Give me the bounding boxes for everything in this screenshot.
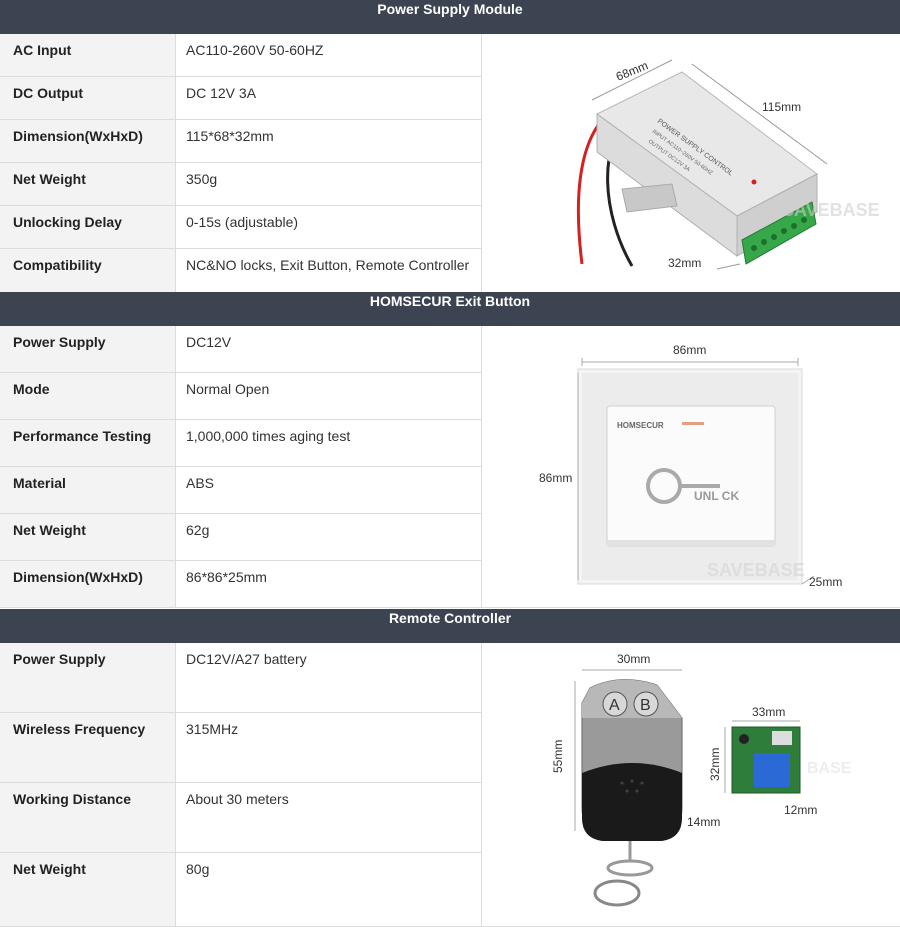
row-value: About 30 meters bbox=[186, 791, 289, 807]
row-label: Compatibility bbox=[0, 249, 176, 292]
table-row: Compatibility NC&NO locks, Exit Button, R… bbox=[0, 249, 481, 292]
dim-fob-width-label: 30mm bbox=[617, 652, 650, 666]
row-label: AC Input bbox=[0, 34, 176, 76]
dim-width-label: 86mm bbox=[673, 343, 706, 357]
remote-illustration: A B BASE 30mm 55mm 14mm 33mm bbox=[551, 652, 852, 907]
row-value: 62g bbox=[186, 522, 210, 538]
row-label: Dimension(WxHxD) bbox=[0, 561, 176, 607]
table-row: Net Weight 62g bbox=[0, 514, 481, 561]
dim-depth-label: 25mm bbox=[809, 575, 842, 589]
table-row: Net Weight 350g bbox=[0, 163, 481, 206]
table-row: Mode Normal Open bbox=[0, 373, 481, 420]
button-b bbox=[633, 691, 659, 717]
exit-button-illustration: HOMSECUR UNL CK SAVEBASE 86mm 86mm 25mm bbox=[539, 343, 842, 589]
remote-controller-image: A B BASE 30mm 55mm 14mm 33mm bbox=[481, 643, 900, 927]
spec-table: Power Supply DC12V/A27 battery Wireless F… bbox=[0, 643, 481, 927]
power-supply-illustration: POWER SUPPLY CONTROL INPUT AC110~260V 50… bbox=[576, 58, 880, 270]
table-row: Performance Testing 1,000,000 times aging… bbox=[0, 420, 481, 467]
row-value: NC&NO locks, Exit Button, Remote Control… bbox=[186, 257, 470, 273]
row-label: Net Weight bbox=[0, 853, 176, 926]
row-label: Power Supply bbox=[0, 326, 176, 372]
row-value: ABS bbox=[186, 475, 215, 491]
row-value: 86*86*25mm bbox=[186, 569, 267, 585]
power-supply-image: POWER SUPPLY CONTROL INPUT AC110~260V 50… bbox=[481, 34, 900, 292]
brand-text: HOMSECUR bbox=[617, 421, 664, 430]
row-label: Dimension(WxHxD) bbox=[0, 120, 176, 162]
spec-table: AC Input AC110-260V 50-60HZ DC Output DC 1… bbox=[0, 34, 481, 292]
section-exit-button: HOMSECUR Exit Button Power Supply DC12V M… bbox=[0, 292, 900, 608]
exit-button-image: HOMSECUR UNL CK SAVEBASE 86mm 86mm 25mm bbox=[481, 326, 900, 608]
row-value: DC12V/A27 battery bbox=[186, 651, 307, 667]
section-header: HOMSECUR Exit Button bbox=[0, 292, 900, 326]
table-row: Net Weight 80g bbox=[0, 853, 481, 927]
table-row: Dimension(WxHxD) 86*86*25mm bbox=[0, 561, 481, 608]
dim-recv-depth-label: 12mm bbox=[784, 803, 817, 817]
section-header: Remote Controller bbox=[0, 609, 900, 643]
spec-table: Power Supply DC12V Mode Normal Open Perfor… bbox=[0, 326, 481, 608]
row-value: DC12V bbox=[186, 334, 232, 350]
section-title: HOMSECUR Exit Button bbox=[369, 293, 531, 309]
button-a bbox=[602, 691, 628, 717]
row-label: Material bbox=[0, 467, 176, 513]
watermark: SAVEBASE bbox=[782, 200, 880, 220]
dim-height-label: 32mm bbox=[668, 256, 701, 270]
section-header: Power Supply Module bbox=[0, 0, 900, 34]
section-title: Power Supply Module bbox=[377, 1, 523, 17]
row-value: Normal Open bbox=[186, 381, 270, 397]
dim-length-label: 115mm bbox=[762, 100, 801, 114]
unlock-text: UNL CK bbox=[694, 489, 739, 503]
table-row: Power Supply DC12V/A27 battery bbox=[0, 643, 481, 713]
row-label: Unlocking Delay bbox=[0, 206, 176, 248]
table-row: Working Distance About 30 meters bbox=[0, 783, 481, 853]
dim-fob-depth-label: 14mm bbox=[687, 815, 720, 829]
table-row: Dimension(WxHxD) 115*68*32mm bbox=[0, 120, 481, 163]
row-value: 350g bbox=[186, 171, 218, 187]
section-remote-controller: Remote Controller Power Supply DC12V/A27 … bbox=[0, 609, 900, 927]
watermark: BASE bbox=[807, 760, 852, 777]
table-row: Power Supply DC12V bbox=[0, 326, 481, 373]
row-value: 1,000,000 times aging test bbox=[186, 428, 351, 444]
table-row: Material ABS bbox=[0, 467, 481, 514]
row-label: Wireless Frequency bbox=[0, 713, 176, 782]
table-row: DC Output DC 12V 3A bbox=[0, 77, 481, 120]
row-label: Net Weight bbox=[0, 163, 176, 205]
svg-text:B: B bbox=[640, 697, 651, 714]
keyring-icon bbox=[593, 879, 641, 907]
row-value: 315MHz bbox=[186, 721, 239, 737]
row-label: DC Output bbox=[0, 77, 176, 119]
row-value: 115*68*32mm bbox=[186, 128, 274, 144]
row-value: AC110-260V 50-60HZ bbox=[186, 42, 324, 58]
dim-recv-width-label: 33mm bbox=[752, 705, 785, 719]
row-label: Mode bbox=[0, 373, 176, 419]
section-power-supply: Power Supply Module AC Input AC110-260V 5… bbox=[0, 0, 900, 292]
row-label: Performance Testing bbox=[0, 420, 176, 466]
svg-text:A: A bbox=[609, 697, 620, 714]
watermark: SAVEBASE bbox=[707, 560, 805, 580]
table-row: Wireless Frequency 315MHz bbox=[0, 713, 481, 783]
table-row: Unlocking Delay 0-15s (adjustable) bbox=[0, 206, 481, 249]
section-title: Remote Controller bbox=[388, 610, 512, 626]
table-row: AC Input AC110-260V 50-60HZ bbox=[0, 34, 481, 77]
dim-recv-height-label: 32mm bbox=[708, 748, 722, 781]
dim-height-label: 86mm bbox=[539, 471, 572, 485]
row-value: DC 12V 3A bbox=[186, 85, 257, 101]
row-label: Power Supply bbox=[0, 643, 176, 712]
row-label: Net Weight bbox=[0, 514, 176, 560]
dim-fob-height-label: 55mm bbox=[551, 740, 565, 773]
row-value: 80g bbox=[186, 861, 210, 877]
row-label: Working Distance bbox=[0, 783, 176, 852]
row-value: 0-15s (adjustable) bbox=[186, 214, 299, 230]
